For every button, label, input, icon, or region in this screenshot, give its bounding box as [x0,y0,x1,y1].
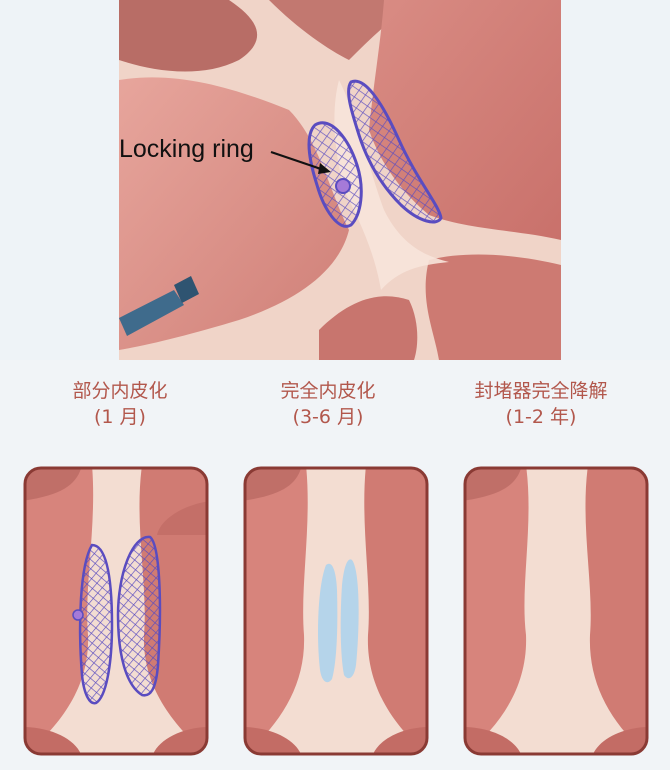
occluder-disc-right [347,79,443,224]
panel-illustration-3 [463,466,649,756]
stage-duration: (1-2 年) [505,406,577,428]
bottom-left-shadow [245,727,302,754]
stage-panel-2 [242,465,430,757]
left-atrium [119,77,349,350]
stage-caption-2: 完全内皮化 (3-6 月) [248,378,408,430]
heart-septum-illustration: Locking ring [119,0,561,360]
upper-chamber [119,0,258,72]
lower-middle-chamber [319,296,418,360]
left-chamber [245,468,308,754]
faded-mesh-right [340,559,359,679]
stage-title: 封堵器完全降解 [474,380,608,402]
mesh-disc-right [116,535,162,697]
bottom-left-shadow [25,727,82,754]
top-left-shadow [465,468,522,501]
panel-frame [23,466,209,756]
bottom-right-shadow [372,727,427,754]
left-chamber [465,468,529,754]
right-chamber [585,468,647,754]
faded-mesh-left [318,563,338,683]
stage-panel-1 [22,465,210,757]
stage-title: 完全内皮化 [280,380,376,402]
panel-illustration-1 [23,466,209,756]
top-left-shadow [25,468,82,501]
bottom-right-shadow [152,727,207,754]
top-left-shadow [245,468,302,501]
stage-duration: (3-6 月) [292,406,364,428]
stage-duration: (1 月) [94,406,146,428]
lower-chamber [425,254,561,360]
stage-caption-1: 部分内皮化 (1 月) [40,378,200,430]
bottom-right-shadow [592,727,647,754]
right-chamber [364,468,427,754]
locking-ring-label: Locking ring [119,135,254,163]
upper-chamber-2 [269,0,419,60]
stage-panel-3 [462,465,650,757]
mesh-disc-left [78,543,114,705]
catheter-tip [174,276,199,303]
occluder-disc-left [307,121,363,228]
right-chamber [139,468,207,754]
locking-ring [72,609,84,621]
panel-illustration-2 [243,466,429,756]
stage-title: 部分内皮化 [72,380,168,402]
bottom-left-shadow [465,727,522,754]
top-illustration: Locking ring [119,0,561,360]
callout-arrow-line [270,150,325,172]
catheter [119,290,184,336]
left-chamber [25,468,94,754]
callout-arrowhead [318,163,331,174]
panel-frame [463,466,649,756]
panel-frame [243,466,429,756]
right-shadow [157,501,207,535]
stage-caption-3: 封堵器完全降解 (1-2 年) [446,378,636,430]
locking-ring [335,178,351,194]
